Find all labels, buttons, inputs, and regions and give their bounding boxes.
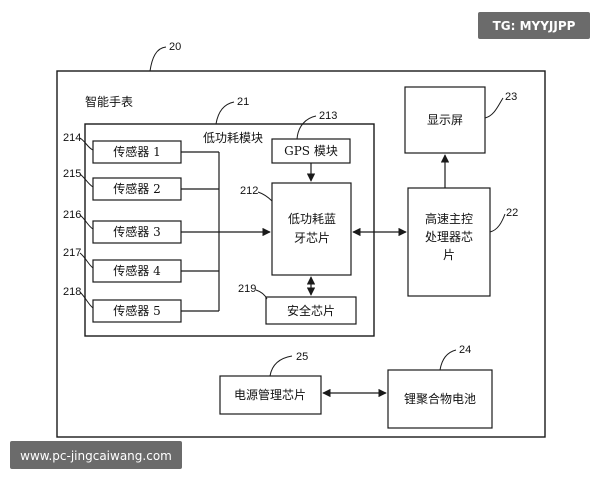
gps-module-label: GPS 模块: [284, 144, 338, 158]
ble-chip-box: [271, 182, 352, 276]
leader-217: [79, 252, 94, 269]
ref-21: 21: [237, 96, 249, 108]
watermark-bottom-text: www.pc-jingcaiwang.com: [20, 449, 172, 463]
ref-24: 24: [459, 344, 471, 356]
smartwatch-frame: [56, 70, 546, 438]
sensor-4-label: 传感器 4: [113, 263, 161, 278]
security-chip-label: 安全芯片: [287, 303, 335, 318]
processor-label-1: 高速主控: [425, 211, 473, 226]
ref-218: 218: [63, 286, 81, 298]
leader-219: [255, 289, 268, 300]
display-label: 显示屏: [427, 113, 463, 127]
leader-213: [296, 115, 317, 140]
security-chip-box: [265, 296, 357, 325]
ref-215: 215: [63, 168, 81, 180]
leader-20: [149, 46, 167, 72]
leader-24: [439, 349, 457, 371]
ref-25: 25: [296, 351, 308, 363]
leader-215: [79, 173, 94, 188]
leader-22: [489, 213, 506, 233]
leader-23: [484, 97, 504, 119]
ref-216: 216: [63, 209, 81, 221]
sensor-2-label: 传感器 2: [113, 181, 160, 196]
sensor-1-label: 传感器 1: [113, 144, 160, 159]
display-box: [404, 86, 486, 154]
ble-chip-label-2: 牙芯片: [294, 231, 330, 245]
leader-21: [215, 101, 235, 125]
ref-217: 217: [63, 247, 81, 259]
watermark-bottom-badge: [10, 441, 182, 469]
processor-box: [407, 187, 491, 297]
leader-216: [79, 214, 94, 230]
sensor-bus: [181, 151, 220, 312]
power-mgmt-label: 电源管理芯片: [234, 387, 306, 402]
ref-23: 23: [505, 91, 517, 103]
watermark-top-text: TG: MYYJJPP: [493, 19, 576, 33]
ble-chip-label-1: 低功耗蓝: [288, 212, 336, 226]
leader-212: [257, 191, 273, 202]
processor-label-2: 处理器芯: [425, 230, 473, 244]
leader-218: [79, 291, 94, 309]
sensor-5-label: 传感器 5: [113, 303, 160, 318]
battery-label: 锂聚合物电池: [404, 391, 476, 406]
smartwatch-label: 智能手表: [85, 94, 133, 109]
leader-214: [79, 137, 94, 151]
battery-box: [387, 369, 493, 429]
ref-20: 20: [169, 41, 181, 53]
ref-22: 22: [506, 207, 518, 219]
ref-212: 212: [240, 185, 258, 197]
leader-25: [269, 355, 293, 377]
sensor-3-label: 传感器 3: [113, 224, 160, 239]
ref-219: 219: [238, 283, 256, 295]
ref-213: 213: [319, 110, 337, 122]
ref-214: 214: [63, 132, 81, 144]
watermark-top-badge: [478, 12, 590, 39]
processor-label-3: 片: [443, 248, 455, 262]
power-mgmt-box: [219, 375, 322, 415]
low-power-module-label: 低功耗模块: [203, 131, 263, 145]
